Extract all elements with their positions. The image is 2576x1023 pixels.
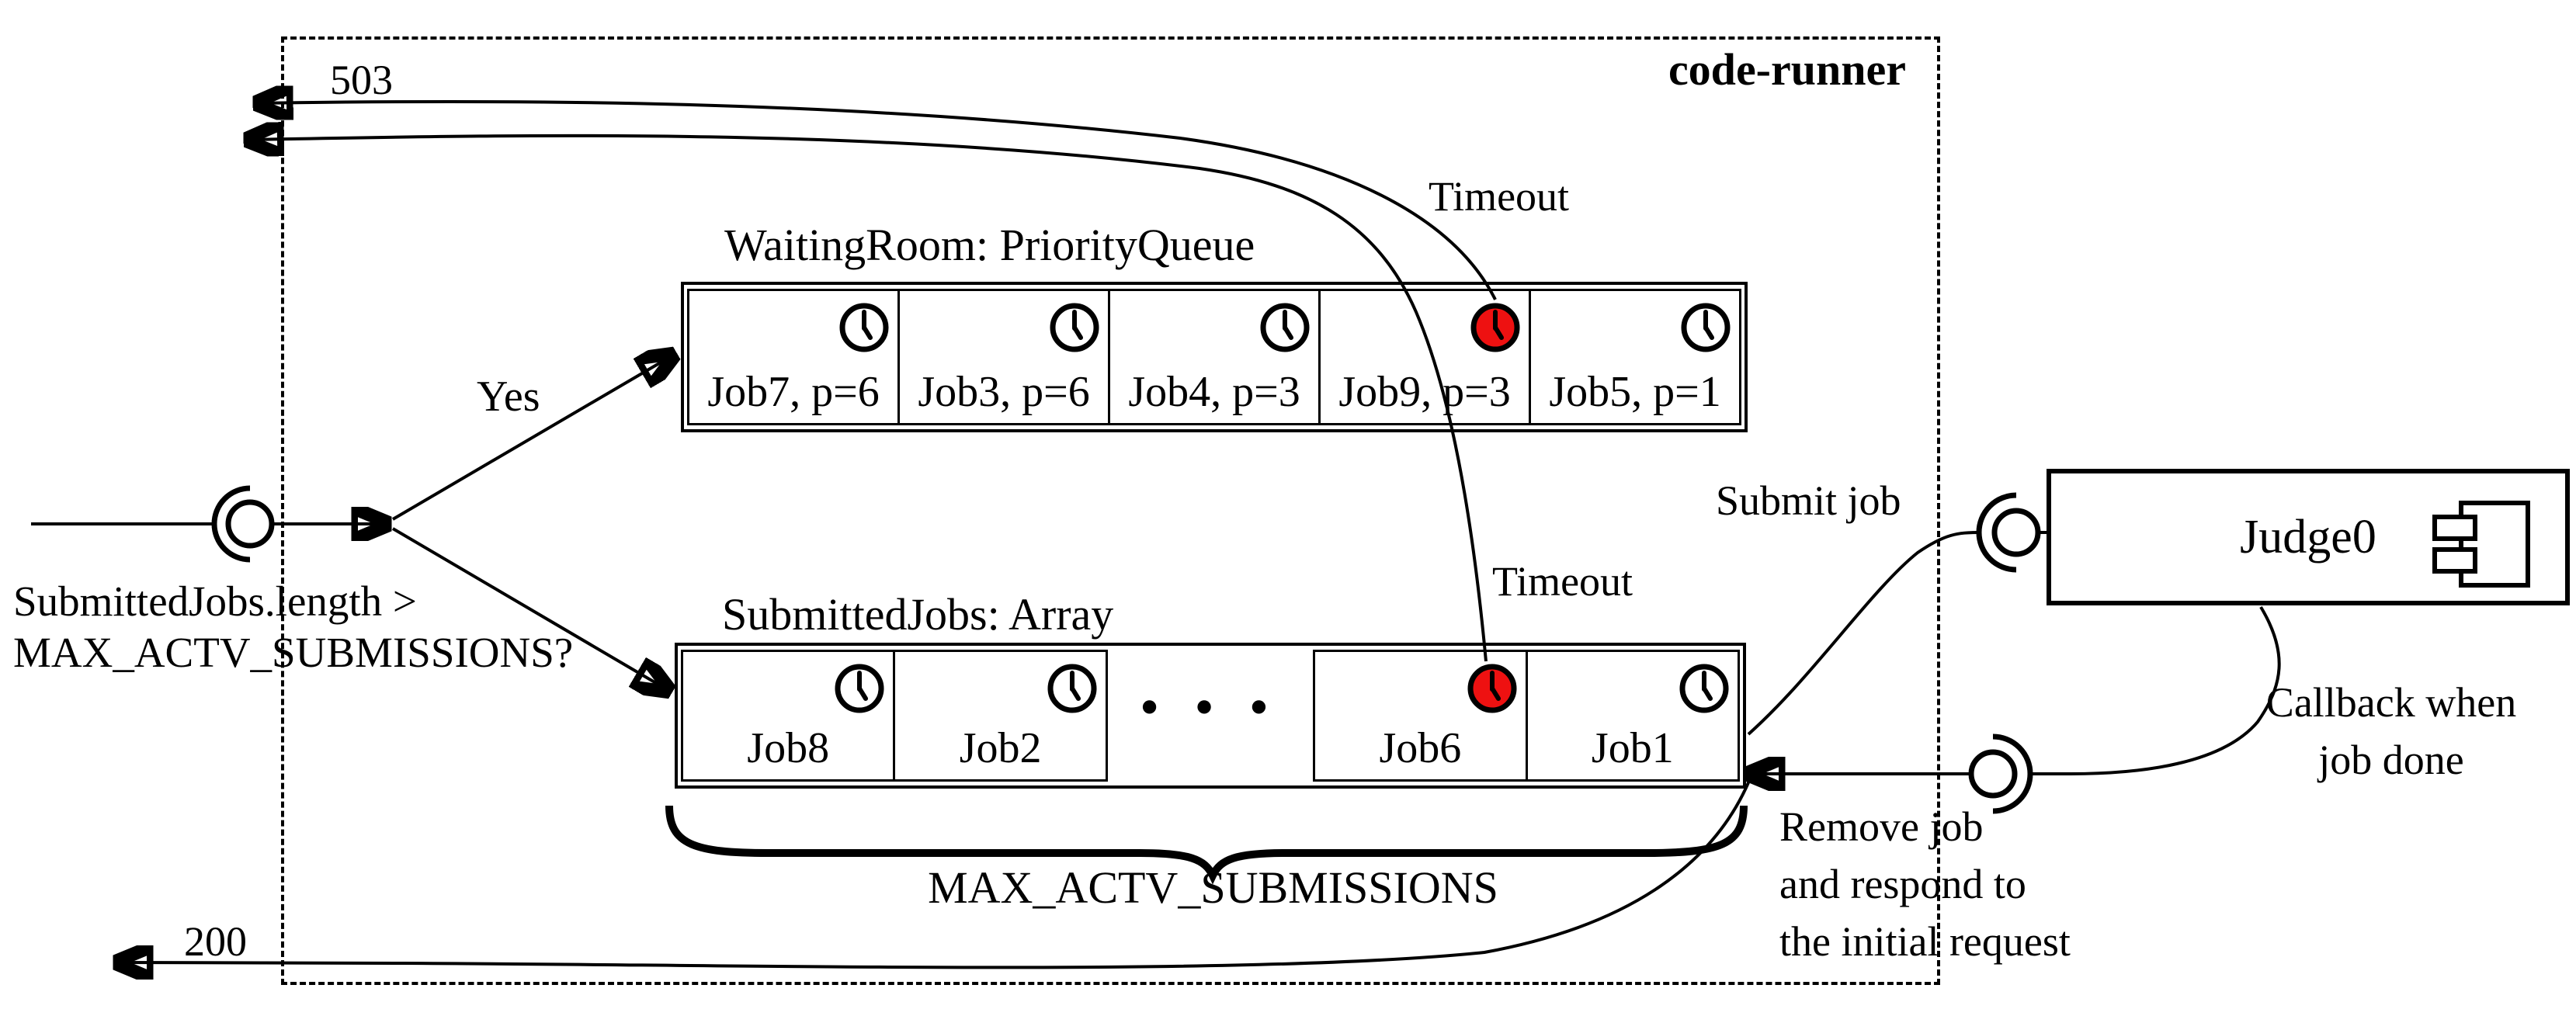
ellipsis-dots: • • • (1140, 679, 1280, 734)
ball-interface-icon (1968, 749, 2018, 799)
label-yes: Yes (477, 373, 540, 421)
clock-icon (1050, 303, 1099, 352)
clock-icon (1260, 303, 1310, 352)
queue-cell-job9-timeout: Job9, p=3 (1318, 289, 1531, 425)
uml-component-icon (2432, 501, 2530, 588)
array-cell-label: Job2 (959, 724, 1042, 772)
ball-interface-icon (225, 499, 275, 549)
callback-line2: job done (2318, 737, 2464, 783)
timeout-clock-icon (1467, 664, 1517, 713)
remove-line2: and respond to (1779, 861, 2026, 907)
code-runner-boundary (281, 36, 1940, 985)
submitted-jobs-array: Job8 Job2 • • • Job6 Job1 (675, 643, 1746, 789)
queue-cell-label: Job4, p=3 (1128, 368, 1300, 416)
callback-line1: Callback when (2265, 679, 2517, 726)
label-timeout-bottom: Timeout (1492, 558, 1633, 605)
queue-cell-job5: Job5, p=1 (1529, 289, 1741, 425)
timeout-clock-icon (1470, 303, 1520, 352)
judge0-component: Judge0 (2047, 469, 2570, 605)
decision-line1: SubmittedJobs.length > (13, 577, 417, 625)
waiting-room-queue: Job7, p=6 Job3, p=6 Job4, p=3 Job9, p=3 … (681, 282, 1748, 432)
label-timeout-top: Timeout (1429, 173, 1570, 220)
clock-icon (839, 303, 889, 352)
clock-icon (1047, 664, 1097, 713)
remove-line3: the initial request (1779, 918, 2071, 965)
label-200: 200 (184, 918, 247, 965)
label-503: 503 (330, 57, 393, 103)
queue-cell-label: Job5, p=1 (1549, 368, 1721, 416)
remove-job-annotation: Remove job and respond to the initial re… (1779, 798, 2071, 970)
array-cell-label: Job8 (747, 724, 830, 772)
queue-cell-label: Job7, p=6 (707, 368, 880, 416)
array-cell-ellipsis: • • • (1106, 650, 1315, 782)
queue-cell-job3: Job3, p=6 (897, 289, 1110, 425)
waiting-room-title: WaitingRoom: PriorityQueue (724, 220, 1255, 270)
socket-interface-icon (211, 485, 251, 563)
queue-cell-label: Job3, p=6 (918, 368, 1090, 416)
queue-cell-label: Job9, p=3 (1338, 368, 1511, 416)
submit-job-label: Submit job (1716, 477, 1901, 524)
ball-interface-icon (1991, 508, 2041, 557)
submitted-jobs-title: SubmittedJobs: Array (722, 589, 1114, 640)
queue-cell-job7: Job7, p=6 (687, 289, 900, 425)
array-cell-job8: Job8 (681, 650, 896, 782)
callback-annotation: Callback when job done (2220, 674, 2562, 789)
judge0-label: Judge0 (2240, 510, 2376, 564)
array-cell-job1: Job1 (1525, 650, 1741, 782)
max-actv-submissions-label: MAX_ACTV_SUBMISSIONS (928, 862, 1498, 913)
remove-line1: Remove job (1779, 803, 1984, 850)
clock-icon (1679, 664, 1729, 713)
socket-interface-icon (1976, 492, 2017, 573)
array-cell-job2: Job2 (893, 650, 1108, 782)
code-runner-title: code-runner (1668, 44, 1906, 95)
array-cell-label: Job1 (1591, 724, 1674, 772)
array-cell-label: Job6 (1379, 724, 1462, 772)
queue-cell-job4: Job4, p=3 (1108, 289, 1321, 425)
clock-icon (835, 664, 884, 713)
array-cell-job6-timeout: Job6 (1313, 650, 1528, 782)
clock-icon (1681, 303, 1731, 352)
decision-line2: MAX_ACTV_SUBMISSIONS? (13, 629, 574, 676)
decision-condition: SubmittedJobs.length > MAX_ACTV_SUBMISSI… (13, 576, 573, 678)
